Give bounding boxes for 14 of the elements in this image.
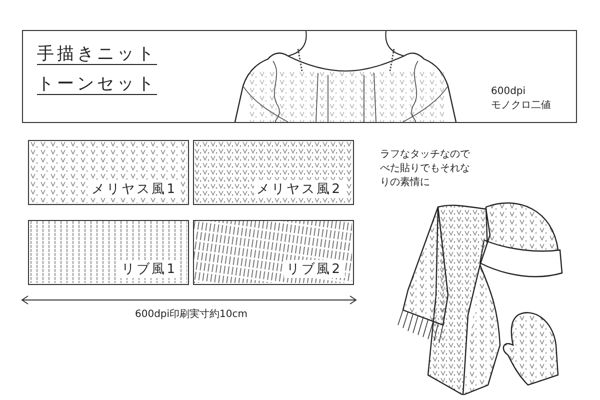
texture-swatch [193, 140, 354, 205]
texture-swatch [193, 220, 354, 285]
banner-box [22, 30, 577, 123]
note-text: ラフなタッチなのでべた貼りでもそれなりの素情に [380, 148, 471, 190]
note-text: 600dpi [491, 86, 526, 98]
swatch-label: メリヤス風1 [88, 180, 180, 198]
texture-swatch [28, 220, 189, 285]
texture-swatch [28, 140, 189, 205]
dimension-label: 600dpi印刷実寸約10cm [135, 309, 248, 321]
swatch-label: メリヤス風2 [254, 180, 345, 198]
title-text: トーンセット [37, 74, 157, 95]
note-text: モノクロ二値 [491, 100, 551, 112]
title-text: 手描きニット [37, 44, 157, 65]
swatch-label: リブ風2 [284, 260, 345, 278]
